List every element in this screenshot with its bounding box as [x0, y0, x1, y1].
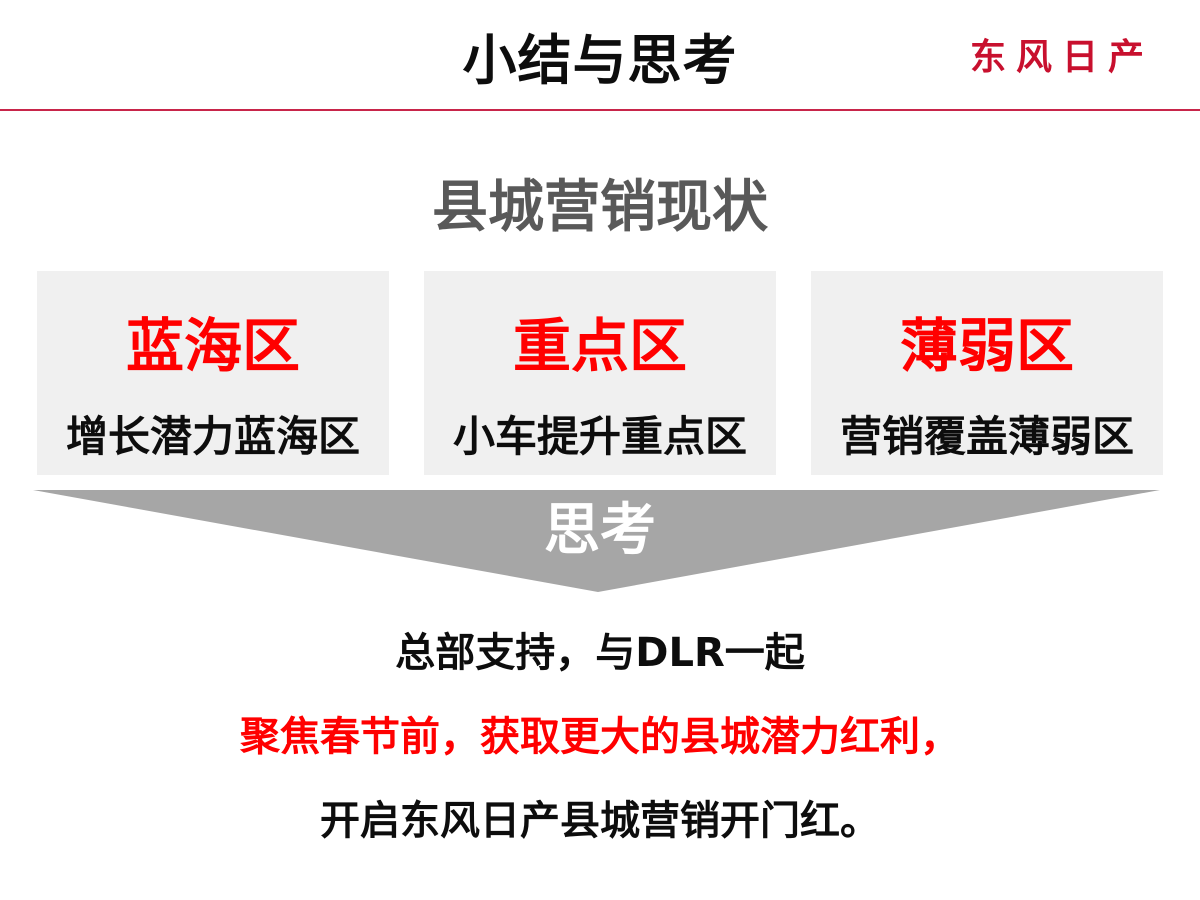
zone-description: 小车提升重点区 [452, 412, 747, 461]
zone-name: 蓝海区 [125, 312, 300, 380]
conclusion-line-3: 开启东风日产县城营销开门红。 [320, 798, 880, 844]
header-divider [0, 109, 1200, 111]
arrow-label: 思考 [544, 498, 656, 563]
section-heading: 县城营销现状 [432, 175, 768, 240]
zone-name: 薄弱区 [899, 312, 1074, 380]
zone-card-key: 重点区 小车提升重点区 [424, 271, 776, 475]
down-arrow-icon [33, 490, 1160, 592]
zone-card-blue-ocean: 蓝海区 增长潜力蓝海区 [37, 271, 389, 475]
zone-card-weak: 薄弱区 营销覆盖薄弱区 [811, 271, 1163, 475]
zone-description: 增长潜力蓝海区 [65, 412, 360, 461]
zone-name: 重点区 [512, 312, 687, 380]
conclusion-line-2-highlight: 聚焦春节前，获取更大的县城潜力红利， [240, 714, 960, 760]
zone-description: 营销覆盖薄弱区 [839, 412, 1134, 461]
slide-title: 小结与思考 [462, 29, 738, 92]
conclusion-line-1: 总部支持，与DLR一起 [395, 630, 805, 676]
brand-logo: 东风日产 [969, 37, 1154, 78]
